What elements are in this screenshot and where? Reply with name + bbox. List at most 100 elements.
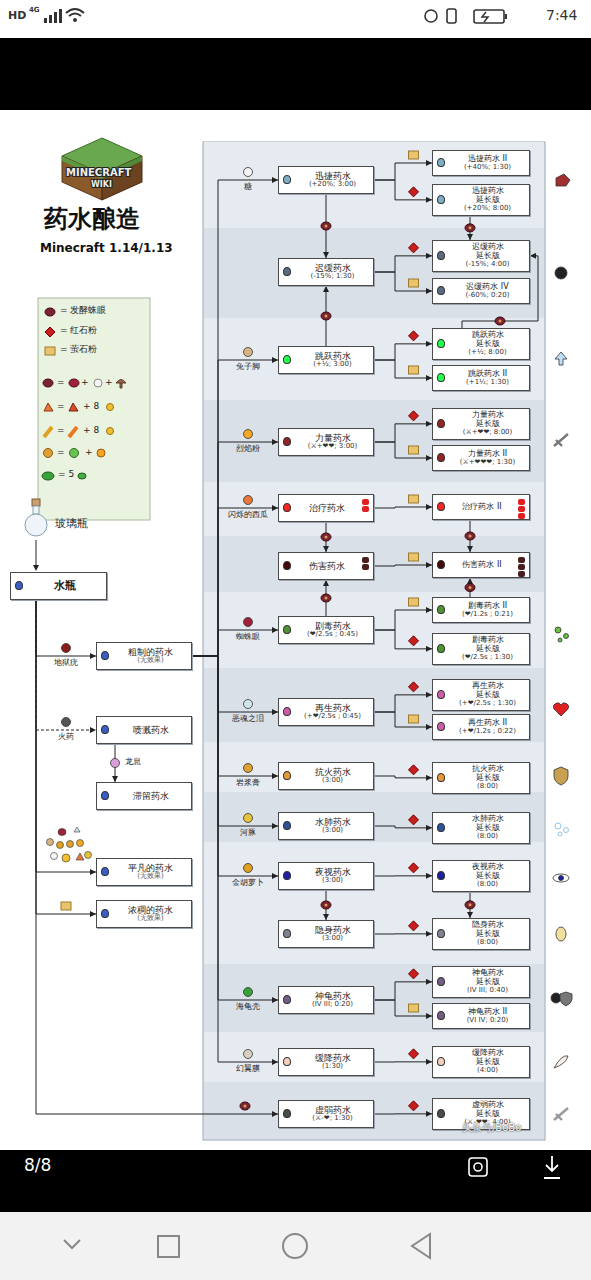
- heart-icon: [518, 557, 525, 563]
- potion-name: 剧毒药水 延长版: [468, 636, 508, 654]
- connector: [374, 1113, 432, 1114]
- potion-icon: [283, 267, 291, 276]
- potion-name: 治疗药水 II: [449, 503, 515, 512]
- redstone-icon: [409, 863, 419, 873]
- connector: [470, 578, 471, 597]
- logo-text: WIKI: [91, 181, 112, 190]
- subtitle: Minecraft 1.14/1.13: [40, 242, 173, 255]
- potion-effect: (+40%; 1:30): [449, 164, 526, 172]
- potion-name: 跳跃药水 延长版: [468, 331, 508, 349]
- redstone-icon: [409, 765, 419, 775]
- potion-name: 力量药水 II: [449, 450, 526, 459]
- potion-effect: (+❤/2.5s ; 1:30): [449, 700, 526, 708]
- potion-box: 力量药水 延长版(⚔+❤❤; 8:00): [432, 408, 530, 440]
- connector: [192, 656, 278, 876]
- potion-icon: [283, 995, 291, 1004]
- potion-effect: (3:00): [295, 877, 370, 885]
- potion-name: 迟缓药水 延长版: [468, 243, 508, 261]
- ingredient-icon: [244, 764, 253, 773]
- potion-name: 神龟药水 延长版: [468, 969, 508, 987]
- connector: [470, 520, 471, 552]
- potion-box: 水瓶: [10, 572, 107, 600]
- potion-effect: (+1¼; 1:30): [449, 379, 526, 387]
- connector: [192, 180, 278, 656]
- potion-name: 迅捷药水 延长版: [468, 187, 508, 205]
- potion-icon: [437, 339, 445, 348]
- redstone-icon: [409, 243, 419, 253]
- potion-name: 伤害药水: [295, 561, 359, 571]
- connector: [192, 656, 278, 776]
- potion-effect: (+½; 8:00): [449, 349, 526, 357]
- connector: [374, 712, 432, 727]
- potion-icon: [437, 644, 445, 653]
- potion-box: 力量药水 II(⚔+❤❤❤; 1:30): [432, 445, 530, 471]
- potion-box: 神龟药水 延长版(IV III; 0:40): [432, 966, 530, 998]
- potion-box: 跳跃药水 II(+1¼; 1:30): [432, 365, 530, 391]
- potion-icon: [437, 1057, 445, 1066]
- potion-effect: (⚔-❤; 1:30): [295, 1115, 370, 1123]
- connector: [326, 580, 327, 616]
- status-clock: 7:44: [546, 8, 577, 23]
- potion-name: 水瓶: [27, 580, 103, 592]
- glowstone-icon: [409, 1004, 419, 1012]
- fermented-eye-icon: [495, 317, 505, 325]
- potion-icon: [283, 707, 291, 716]
- connector: [374, 180, 432, 200]
- potion-name: 夜视药水 延长版: [468, 863, 508, 881]
- potion-name: 神龟药水: [295, 991, 370, 1001]
- potion-box: 粗制的药水(无效果): [96, 642, 192, 670]
- potion-effect: (-15%; 1:30): [295, 273, 370, 281]
- connector: [36, 600, 96, 730]
- fermented-eye-icon: [321, 594, 331, 602]
- potion-icon: [437, 605, 445, 614]
- heart-icon: [518, 506, 525, 512]
- potion-box: 浓稠的药水(无效果): [96, 900, 192, 928]
- glowstone-icon: [409, 279, 419, 287]
- potion-icon: [101, 867, 109, 876]
- potion-name: 虚弱药水: [295, 1105, 370, 1115]
- fermented-eye-icon: [325, 225, 328, 228]
- potion-name: 跳跃药水: [295, 351, 370, 361]
- potion-name: 再生药水 延长版: [468, 682, 508, 700]
- ingredient-label: 地狱疣: [39, 659, 93, 668]
- potion-name: 粗制的药水: [113, 647, 188, 657]
- potion-box: 伤害药水: [278, 552, 374, 580]
- fermented-eye-icon: [321, 533, 331, 541]
- fermented-eye-icon: [325, 597, 328, 600]
- potion-name: 抗火药水: [295, 767, 370, 777]
- ingredient-label: 河豚: [221, 829, 275, 838]
- potion-effect: (1:30): [295, 1063, 370, 1071]
- potion-effect: (8:00): [449, 881, 526, 889]
- connector: [192, 656, 278, 1000]
- ingredient-label: 蜘蛛眼: [221, 633, 275, 642]
- ingredient-icon: [111, 759, 120, 768]
- connector: [374, 875, 432, 876]
- potion-effect: (⚔+❤❤; 3:00): [295, 443, 370, 451]
- potion-box: 夜视药水(3:00): [278, 862, 374, 890]
- connector: [470, 216, 471, 240]
- ingredient-label: 海龟壳: [221, 1003, 275, 1012]
- fermented-eye-icon: [325, 904, 328, 907]
- potion-icon: [101, 725, 109, 734]
- fermented-eye-icon: [469, 586, 472, 589]
- connector: [192, 656, 278, 1062]
- connector: [36, 600, 96, 914]
- potion-name: 水肺药水: [295, 817, 370, 827]
- ingredient-icon: [244, 700, 253, 709]
- potion-box: 抗火药水(3:00): [278, 762, 374, 790]
- recipe-sign: =: [57, 448, 65, 458]
- connector: [374, 982, 432, 1000]
- potion-icon: [283, 355, 291, 364]
- recipe-sign: +: [81, 378, 89, 388]
- fermented-eye-icon: [240, 1102, 250, 1110]
- connector: [374, 344, 432, 360]
- potion-effect: (IV III; 0:20): [295, 1001, 370, 1009]
- potion-icon: [437, 195, 445, 204]
- fermented-eye-icon: [325, 315, 328, 318]
- potion-icon: [283, 771, 291, 780]
- potion-name: 神龟药水 II: [449, 1008, 526, 1017]
- ingredient-label: 恶魂之泪: [221, 715, 275, 724]
- ingredient-icon: [244, 430, 253, 439]
- potion-box: 神龟药水 II(VI IV; 0:20): [432, 1003, 530, 1029]
